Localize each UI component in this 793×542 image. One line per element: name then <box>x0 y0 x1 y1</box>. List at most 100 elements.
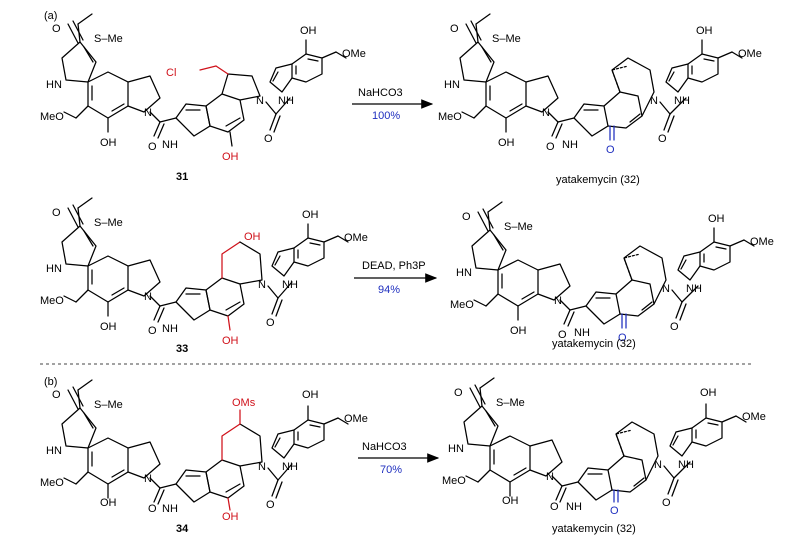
yield-label: 100% <box>372 110 400 122</box>
atom-label: NH <box>278 95 294 107</box>
atom-label: O <box>266 499 275 511</box>
atom-label: S–Me <box>504 221 533 233</box>
atom-label: OH <box>302 389 319 401</box>
compound-number-34: 34 <box>176 523 189 535</box>
atom-label: O <box>670 321 679 333</box>
atom-label: N <box>546 471 554 483</box>
compound-number-31: 31 <box>176 171 188 183</box>
atom-label: NH <box>686 283 702 295</box>
atom-label: NH <box>574 327 590 339</box>
atom-label: O <box>148 141 157 153</box>
atom-label: OMe <box>344 413 368 425</box>
section-label-b: (b) <box>44 376 57 388</box>
atom-label: HN <box>456 267 472 279</box>
atom-label: N <box>662 283 670 295</box>
atom-label: S–Me <box>492 33 521 45</box>
atom-label: MeO <box>40 295 64 307</box>
atom-label: NH <box>282 279 298 291</box>
atom-label: O <box>52 207 61 219</box>
atom-label: O <box>266 317 275 329</box>
atom-label: NH <box>162 503 178 515</box>
compound-31-structure: S–Me O HN N MeO OH O Cl OH NH N O NH OH … <box>40 13 366 163</box>
atom-label: OH <box>100 321 117 333</box>
atom-label: NH <box>566 501 582 513</box>
atom-label: S–Me <box>94 217 123 229</box>
reagent-label: NaHCO3 <box>362 441 407 453</box>
atom-label: HN <box>46 445 62 457</box>
atom-label: OMe <box>750 236 774 248</box>
atom-label: O <box>662 497 671 509</box>
atom-label: N <box>258 279 266 291</box>
atom-label: OH <box>100 497 117 509</box>
atom-label: NH <box>678 459 694 471</box>
compound-name-yatakemycin: yatakemycin (32) <box>556 174 640 186</box>
atom-label: O <box>610 505 619 517</box>
atom-label: OH <box>302 209 319 221</box>
atom-label: OH <box>222 511 239 523</box>
atom-label: OH <box>502 495 519 507</box>
atom-label: MeO <box>40 111 64 123</box>
atom-label: OH <box>696 25 713 37</box>
atom-label: OH <box>510 325 527 337</box>
atom-label: O <box>52 23 61 35</box>
atom-label: OH <box>244 231 261 243</box>
atom-label: N <box>144 473 152 485</box>
yatakemycin-structure: S–Me O HN N MeO OH O O NH N O NH OH OMe <box>442 377 766 517</box>
atom-label: O <box>606 144 615 156</box>
atom-label: O <box>558 329 567 341</box>
atom-label: OMe <box>738 48 762 60</box>
atom-label: N <box>654 459 662 471</box>
atom-label: OMe <box>342 48 366 60</box>
compound-33-structure: S–Me O HN N MeO OH O OH OH NH N O NH OH … <box>40 197 368 347</box>
yield-label: 94% <box>378 284 400 296</box>
atom-label: O <box>618 332 627 344</box>
atom-label: HN <box>448 443 464 455</box>
compound-number-33: 33 <box>176 343 188 355</box>
atom-label: O <box>546 141 555 153</box>
atom-label: MeO <box>438 111 462 123</box>
section-label-a: (a) <box>44 10 57 22</box>
atom-label: OH <box>300 25 317 37</box>
atom-label: NH <box>282 461 298 473</box>
atom-label: MeO <box>442 475 466 487</box>
atom-label: HN <box>46 263 62 275</box>
atom-label: O <box>148 325 157 337</box>
atom-label: NH <box>674 95 690 107</box>
yatakemycin-structure: S–Me O HN N MeO OH O O NH N O NH OH OMe <box>450 201 774 344</box>
compound-34-structure: S–Me O HN N MeO OH O OMs OH NH N O NH OH… <box>40 379 368 523</box>
atom-label: HN <box>444 79 460 91</box>
atom-label: MeO <box>450 299 474 311</box>
atom-label: O <box>450 23 459 35</box>
atom-label: OH <box>700 387 717 399</box>
atom-label: OH <box>498 137 515 149</box>
atom-label: NH <box>162 323 178 335</box>
compound-name-yatakemycin: yatakemycin (32) <box>552 523 636 535</box>
atom-label: O <box>462 211 471 223</box>
atom-label: OMe <box>742 411 766 423</box>
compound-name-yatakemycin: yatakemycin (32) <box>552 338 636 350</box>
atom-label: N <box>144 107 152 119</box>
atom-label: N <box>258 461 266 473</box>
atom-label: S–Me <box>496 397 525 409</box>
yatakemycin-structure: S–Me O HN N MeO OH O O NH N O NH OH OMe <box>438 13 762 156</box>
atom-label: OH <box>100 137 117 149</box>
reagent-label: DEAD, Ph3P <box>362 260 426 272</box>
atom-label: O <box>264 133 273 145</box>
atom-label: OH <box>708 213 725 225</box>
atom-label: OH <box>222 335 239 347</box>
atom-label: O <box>550 501 559 513</box>
atom-label: N <box>256 95 264 107</box>
atom-label: O <box>454 387 463 399</box>
atom-label: OMs <box>232 397 256 409</box>
yield-label: 70% <box>380 464 402 476</box>
atom-label: N <box>144 291 152 303</box>
atom-label: N <box>554 295 562 307</box>
atom-label: OMe <box>344 232 368 244</box>
atom-label: O <box>52 389 61 401</box>
atom-label: S–Me <box>94 33 123 45</box>
atom-label: Cl <box>166 67 176 79</box>
atom-label: N <box>542 107 550 119</box>
atom-label: O <box>658 133 667 145</box>
atom-label: NH <box>162 139 178 151</box>
